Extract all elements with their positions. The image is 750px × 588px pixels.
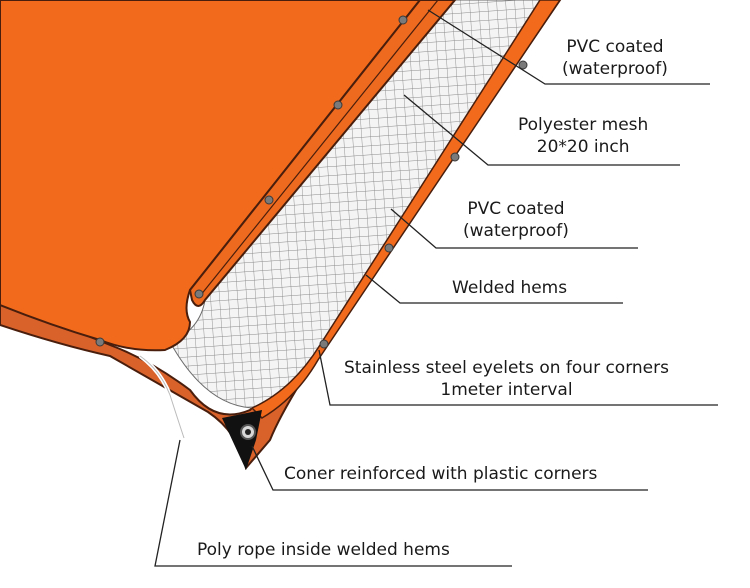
callout-plastic-corners: Coner reinforced with plastic corners: [284, 464, 598, 484]
callout-poly-rope: Poly rope inside welded hems: [197, 540, 450, 560]
callout-pvc-coated-top: PVC coated(waterproof): [562, 37, 668, 79]
eyelet-icon: [95, 15, 528, 349]
leader-lines: [154, 9, 718, 567]
callout-welded-hems: Welded hems: [452, 278, 568, 298]
tarp-body: [0, 0, 422, 352]
pvc-fold-top: [188, 0, 457, 307]
plastic-corner-icon: [222, 410, 262, 470]
callout-pvc-coated-bottom: PVC coated(waterproof): [463, 199, 569, 241]
pvc-strip-right: [250, 0, 561, 419]
